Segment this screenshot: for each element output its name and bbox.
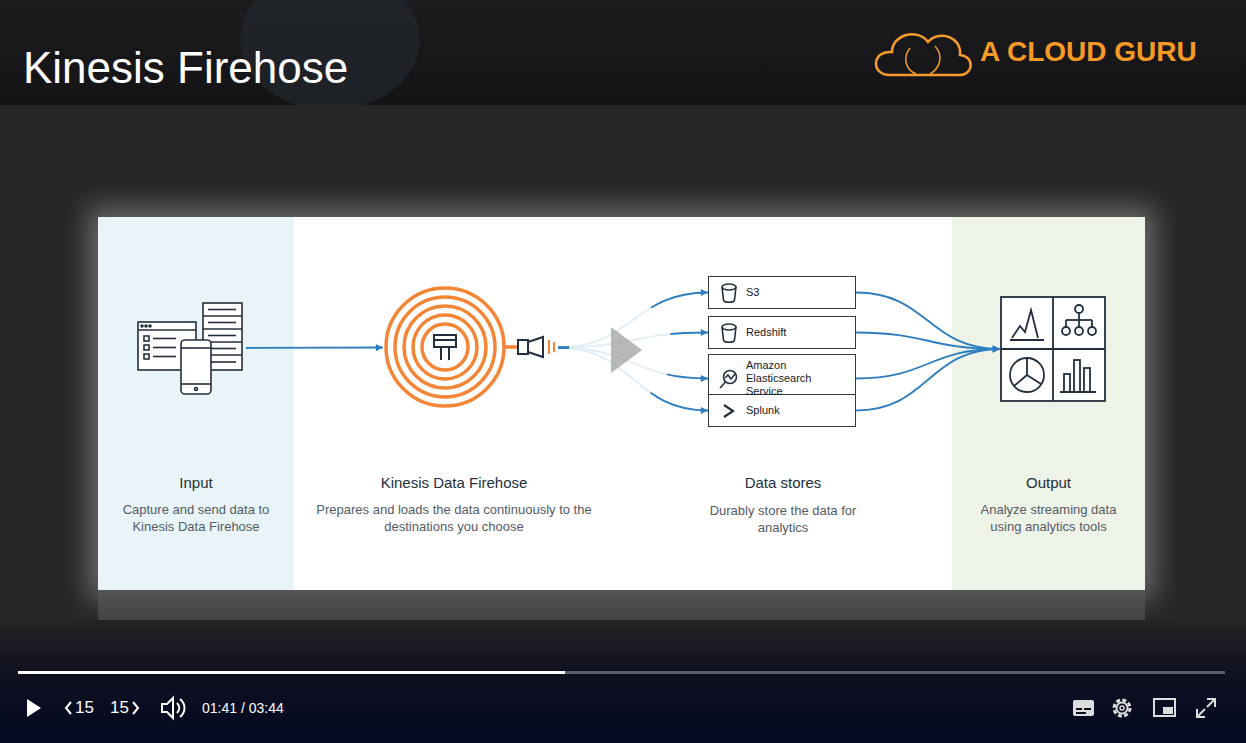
time-display: 01:41 / 03:44 bbox=[202, 700, 284, 716]
pip-icon bbox=[1154, 699, 1175, 716]
play-button bbox=[569, 298, 673, 402]
diagram-panel bbox=[98, 217, 1145, 590]
firehose-icon bbox=[383, 285, 558, 410]
s3-icon bbox=[718, 282, 740, 304]
play-icon bbox=[27, 699, 41, 717]
play-button-triangle bbox=[611, 327, 642, 373]
title-bar bbox=[0, 0, 1246, 105]
data-store-name: Amazon Elasticsearch Service bbox=[746, 359, 849, 398]
firehose-heading: Kinesis Data Firehose bbox=[304, 474, 604, 492]
label-holder: 15 bbox=[110, 698, 129, 718]
flow-arrow bbox=[856, 333, 1000, 350]
flow-arrow bbox=[558, 348, 708, 411]
progress-played bbox=[18, 671, 565, 674]
label-holder: 01:41 / 03:44 bbox=[202, 700, 284, 716]
data-store-box: Splunk bbox=[708, 394, 856, 427]
redshift-icon bbox=[718, 322, 740, 344]
flow-arrow bbox=[856, 349, 1000, 411]
firehose-node: Kinesis Data FirehosePrepares and loads … bbox=[383, 285, 558, 410]
panel-glow bbox=[88, 207, 1155, 600]
data-store-box: S3 bbox=[708, 276, 856, 309]
column-heading: Data stores bbox=[683, 474, 883, 492]
band-heading: Input bbox=[106, 474, 286, 492]
flow-arrow bbox=[856, 293, 1000, 350]
flow-arrow bbox=[558, 293, 708, 348]
controls-ground bbox=[0, 620, 1246, 743]
flow-arrow bbox=[246, 347, 383, 349]
captions-icon bbox=[1073, 700, 1094, 716]
firehose-description: Prepares and loads the data continuously… bbox=[309, 501, 599, 535]
brand-logo-text: A CLOUD GURU bbox=[980, 36, 1197, 68]
forward-seconds: 15 bbox=[110, 698, 129, 718]
label-holder: 15 bbox=[75, 698, 94, 718]
output-band: OutputAnalyze streaming data using analy… bbox=[952, 217, 1145, 590]
flow-arrow bbox=[558, 333, 708, 348]
rewind-chevron bbox=[66, 702, 71, 714]
data-store-name: S3 bbox=[746, 286, 759, 299]
elasticsearch-icon bbox=[718, 368, 740, 390]
label-holder: A CLOUD GURU bbox=[980, 36, 1197, 68]
flow-arrow bbox=[856, 349, 1000, 379]
label-holder: Data stores bbox=[683, 474, 883, 492]
volume-icon bbox=[162, 698, 185, 718]
slide-title: Kinesis Firehose bbox=[23, 42, 348, 94]
splunk-icon bbox=[718, 400, 740, 422]
data-store-box: Redshift bbox=[708, 316, 856, 349]
forward-chevron bbox=[133, 702, 138, 714]
input-sources-icon bbox=[136, 300, 246, 396]
band-description: Analyze streaming data using analytics t… bbox=[968, 501, 1129, 535]
column-description: Durably store the data for analytics bbox=[706, 502, 860, 536]
band-description: Capture and send data to Kinesis Data Fi… bbox=[106, 501, 286, 535]
title-holder: Kinesis Firehose bbox=[23, 42, 348, 94]
input-band: InputCapture and send data to Kinesis Da… bbox=[98, 217, 294, 590]
data-store-name: Splunk bbox=[746, 404, 780, 417]
label-holder: Durably store the data for analytics bbox=[706, 502, 860, 536]
analytics-output-icon bbox=[1000, 296, 1106, 402]
rewind-seconds: 15 bbox=[75, 698, 94, 718]
settings-icon bbox=[1114, 700, 1130, 716]
flow-arrow bbox=[558, 348, 708, 379]
band-heading: Output bbox=[968, 474, 1129, 492]
fullscreen-icon bbox=[1197, 699, 1215, 717]
progress-track bbox=[18, 671, 1225, 674]
logo-cloud bbox=[876, 34, 971, 75]
data-store-name: Redshift bbox=[746, 326, 786, 339]
slide-ground bbox=[0, 105, 1246, 665]
